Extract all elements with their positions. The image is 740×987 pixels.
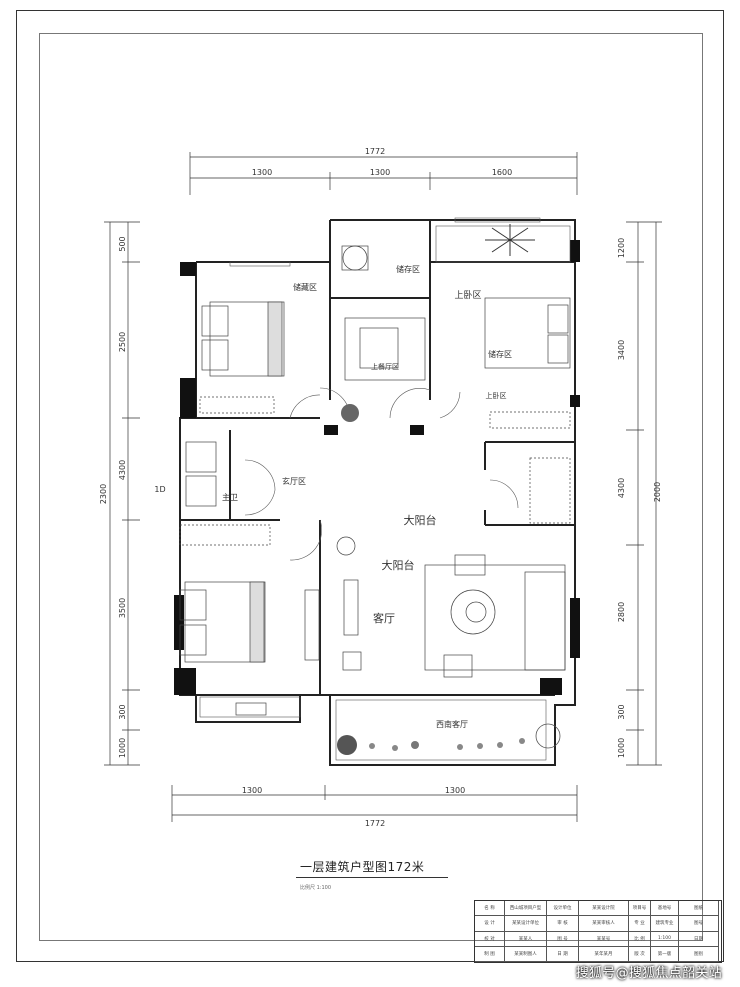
dim-left-seg-5: 300 bbox=[118, 704, 127, 719]
drawing-subtitle: 比例尺 1:100 bbox=[300, 885, 331, 891]
plants bbox=[337, 404, 561, 755]
tb-cell: 日期 bbox=[679, 931, 719, 947]
watermark-text: 搜狐号@搜狐焦点韶关站 bbox=[575, 966, 722, 981]
dimension-lines-left bbox=[104, 221, 140, 766]
room-label-top-left-bedroom: 储藏区 bbox=[293, 282, 317, 292]
tb-cell: 某年某月 bbox=[579, 946, 629, 962]
tb-cell: 某某号 bbox=[579, 931, 629, 947]
tb-cell: 某某制图人 bbox=[505, 946, 547, 962]
tb-cell: 版 次 bbox=[629, 946, 651, 962]
tb-cell: 项目号 bbox=[629, 901, 651, 917]
structural-columns bbox=[174, 240, 580, 695]
dim-right-seg-5: 300 bbox=[617, 704, 626, 719]
tb-cell: 设 计 bbox=[475, 916, 505, 932]
room-label-top-right-b: 储存区 bbox=[488, 349, 512, 359]
drawing-title-underline bbox=[296, 877, 448, 878]
tb-cell: 设计单位 bbox=[547, 901, 579, 917]
tb-cell: 西山城项目户型 bbox=[505, 901, 547, 917]
dim-right-total: 2000 bbox=[653, 482, 662, 502]
tb-cell: 某某设计院 bbox=[579, 901, 629, 917]
room-label-living-a: 大阳台 bbox=[382, 558, 415, 572]
dim-left-seg-1: 500 bbox=[118, 236, 127, 251]
dim-bottom-seg-1: 1300 bbox=[242, 786, 262, 795]
dim-top-seg-2: 1300 bbox=[370, 168, 390, 177]
tb-cell: 审 核 bbox=[547, 916, 579, 932]
room-label-top-right-c: 上卧区 bbox=[486, 391, 507, 400]
dimension-lines-right bbox=[626, 221, 662, 766]
dim-right-seg-1: 1200 bbox=[617, 238, 626, 258]
room-label-dining: 上餐厅区 bbox=[371, 362, 399, 371]
ceiling-fan-icon bbox=[485, 224, 535, 256]
tb-cell: 某某人 bbox=[505, 931, 547, 947]
dim-top-total: 1772 bbox=[365, 147, 385, 156]
room-label-bathroom: 主卫 bbox=[222, 492, 238, 502]
tb-cell: 图号 bbox=[679, 916, 719, 932]
dim-bottom-seg-2: 1300 bbox=[445, 786, 465, 795]
dim-right-seg-3: 4300 bbox=[617, 478, 626, 498]
dim-left-seg-3: 4300 bbox=[118, 460, 127, 480]
drawing-title: 一层建筑户型图172米 bbox=[300, 860, 425, 874]
room-label-living: 客厅 bbox=[373, 611, 395, 625]
room-label-top-right-a: 上卧区 bbox=[454, 289, 481, 301]
tb-cell: 图纸 bbox=[679, 901, 719, 917]
drawing-sheet-border bbox=[16, 10, 724, 962]
dim-right-seg-4: 2800 bbox=[617, 602, 626, 622]
dimension-lines-bottom bbox=[171, 785, 578, 822]
dim-left-seg-4: 3500 bbox=[118, 598, 127, 618]
dim-left-seg-6: 1000 bbox=[118, 738, 127, 758]
room-label-top-small-room: 储存区 bbox=[396, 264, 420, 274]
dim-top-seg-3: 1600 bbox=[492, 168, 512, 177]
room-label-side-small: 大阳台 bbox=[404, 513, 437, 527]
left-marker-label: 1D bbox=[154, 485, 165, 494]
tb-cell: 1:100 bbox=[651, 931, 679, 947]
furniture bbox=[179, 245, 571, 716]
tb-cell: 制 图 bbox=[475, 946, 505, 962]
tb-cell: 比 例 bbox=[629, 931, 651, 947]
tb-cell: 专 业 bbox=[629, 916, 651, 932]
tb-cell: 校 对 bbox=[475, 931, 505, 947]
windows bbox=[199, 217, 571, 761]
drawing-inner-border bbox=[39, 33, 703, 941]
room-label-balcony: 西南客厅 bbox=[436, 719, 468, 729]
tb-cell: 名 称 bbox=[475, 901, 505, 917]
tb-cell: 建筑专业 bbox=[651, 916, 679, 932]
door-swings bbox=[244, 387, 519, 561]
dim-left-total: 2300 bbox=[99, 484, 108, 504]
title-block-grid: 名 称 西山城项目户型 设计单位 某某设计院 项目号 基地号 图纸 设 计 某某… bbox=[475, 901, 721, 962]
dim-left-seg-2: 2500 bbox=[118, 332, 127, 352]
title-block: 名 称 西山城项目户型 设计单位 某某设计院 项目号 基地号 图纸 设 计 某某… bbox=[474, 900, 722, 963]
dim-right-seg-6: 1000 bbox=[617, 738, 626, 758]
tb-cell: 某某设计单位 bbox=[505, 916, 547, 932]
tb-cell: 基地号 bbox=[651, 901, 679, 917]
dimension-lines-top bbox=[189, 152, 578, 195]
dim-top-seg-1: 1300 bbox=[252, 168, 272, 177]
tb-cell: 图别 bbox=[679, 946, 719, 962]
dim-bottom-total: 1772 bbox=[365, 819, 385, 828]
dim-right-seg-2: 3400 bbox=[617, 340, 626, 360]
tb-cell: 第一版 bbox=[651, 946, 679, 962]
tb-cell: 某某审核人 bbox=[579, 916, 629, 932]
tb-cell: 日 期 bbox=[547, 946, 579, 962]
tb-cell: 图 号 bbox=[547, 931, 579, 947]
room-label-center-hall: 玄厅区 bbox=[282, 476, 306, 486]
